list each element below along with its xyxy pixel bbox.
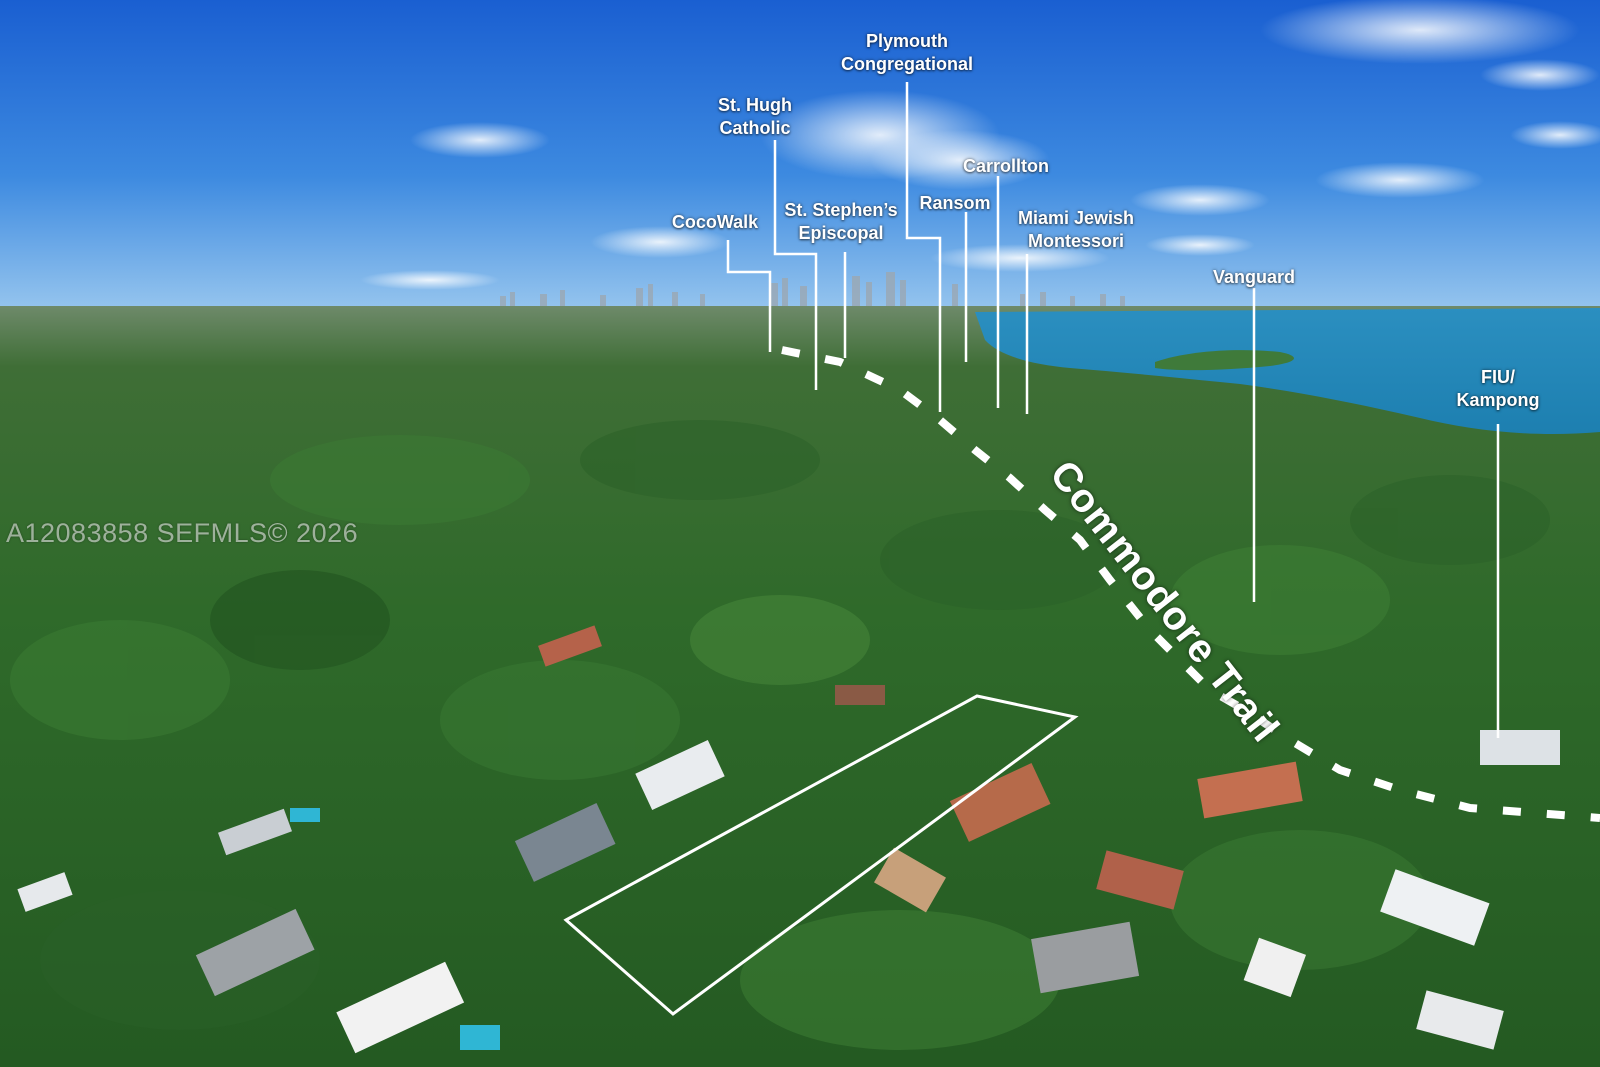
commodore-trail-route (781, 346, 1600, 822)
label-line: Episcopal (798, 223, 884, 243)
label-st-hugh-catholic: St. Hugh Catholic (718, 94, 792, 140)
label-line: St. Stephen’s (784, 200, 898, 220)
label-line: FIU/ (1481, 367, 1515, 387)
label-carrollton: Carrollton (963, 155, 1049, 178)
houses (17, 625, 1560, 1054)
label-line: Plymouth (865, 31, 949, 51)
label-line: Miami Jewish (1017, 208, 1135, 228)
island (1155, 350, 1294, 371)
foliage (10, 420, 1550, 1050)
label-line: Congregational (840, 54, 974, 74)
label-line: St. Hugh (718, 95, 792, 115)
bay-water (975, 308, 1600, 435)
label-line: Vanguard (1212, 267, 1296, 287)
label-line: Carrollton (962, 156, 1050, 176)
label-miami-jewish-montessori: Miami Jewish Montessori (1018, 207, 1134, 253)
leader-line-plymouth (905, 82, 942, 412)
label-line: Ransom (919, 193, 991, 213)
label-line: CocoWalk (671, 212, 759, 232)
label-st-stephens-episcopal: St. Stephen’s Episcopal (784, 199, 897, 245)
clouds (360, 0, 1600, 290)
leader-line-cocowalk (726, 240, 772, 352)
label-plymouth-congregational: Plymouth Congregational (841, 30, 973, 76)
mls-watermark: A12083858 SEFMLS© 2026 (6, 518, 359, 548)
label-fiu-kampong: FIU/ Kampong (1457, 366, 1540, 412)
label-line: Catholic (719, 118, 791, 138)
label-ransom: Ransom (919, 192, 990, 215)
leader-line-st-hugh (773, 140, 818, 390)
label-cocowalk: CocoWalk (672, 211, 758, 234)
label-line: Montessori (1027, 231, 1125, 251)
label-vanguard: Vanguard (1213, 266, 1295, 289)
label-line: Kampong (1456, 390, 1540, 410)
skyline (500, 272, 1125, 310)
property-outline (563, 694, 1079, 1016)
